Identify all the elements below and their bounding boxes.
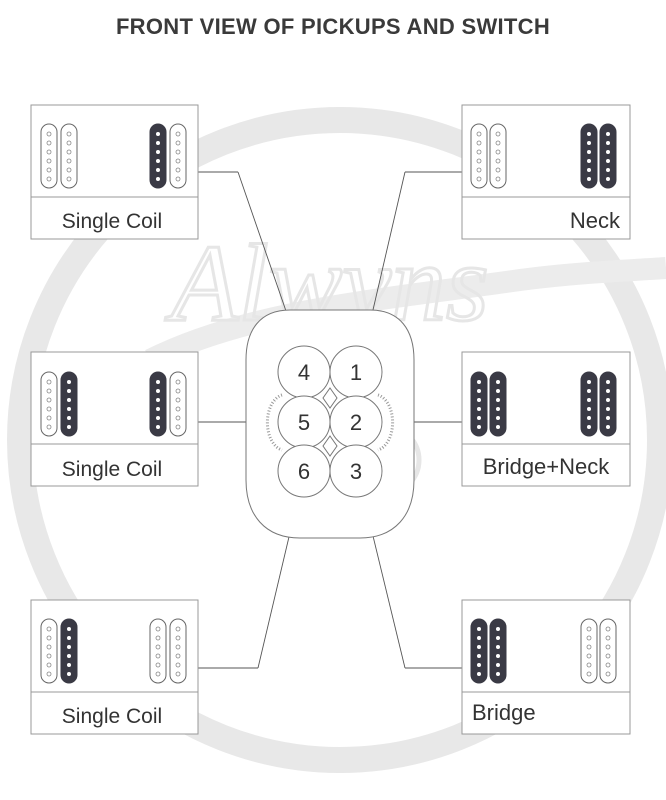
diagram-title: FRONT VIEW OF PICKUPS AND SWITCH [115, 14, 551, 39]
panel-label: Single Coil [62, 458, 162, 481]
switch-number-6: 6 [298, 459, 310, 484]
switch-number-1: 1 [350, 360, 362, 385]
pickup-panel-top-right: Neck [461, 104, 631, 240]
pickup-panel-top-left: Single Coil [30, 104, 199, 240]
switch-number-5: 5 [298, 410, 310, 435]
diamond-icon [322, 387, 338, 409]
panel-label: Single Coil [62, 210, 162, 233]
panel-label: Single Coil [62, 705, 162, 728]
switch-positions: 4 1 5 2 6 3 [277, 345, 383, 498]
pickup-panel-middle-right: Bridge+Neck [461, 351, 631, 487]
switch-number-2: 2 [350, 410, 362, 435]
switch-number-3: 3 [350, 459, 362, 484]
pickup-panel-bottom-right: Bridge [461, 599, 631, 735]
switch-position-3 [329, 444, 383, 498]
panel-label: Neck [570, 208, 621, 233]
diamond-icon [322, 435, 338, 457]
panel-label: Bridge+Neck [483, 454, 611, 479]
switch-number-4: 4 [298, 360, 310, 385]
pickup-panel-bottom-left: Single Coil [30, 599, 199, 735]
pickup-panel-middle-left: Single Coil [30, 351, 199, 487]
panel-label: Bridge [472, 700, 536, 725]
